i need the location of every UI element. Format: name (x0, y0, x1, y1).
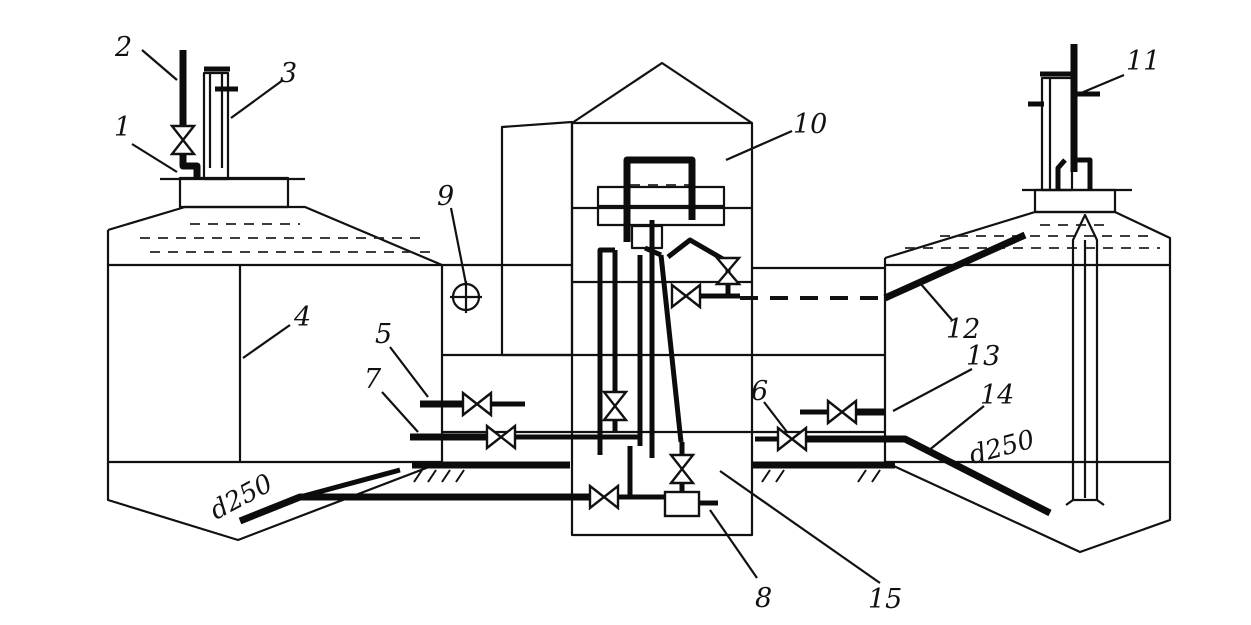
callout-labels: 1 2 3 4 5 6 7 8 9 10 11 12 13 14 15 (114, 32, 1160, 615)
callout-1: 1 (114, 112, 131, 143)
left-tank-liquid (140, 223, 430, 253)
valve-icon (776, 425, 808, 453)
callout-12: 12 (946, 314, 980, 345)
callout-8: 8 (755, 583, 772, 614)
valve-icon (461, 390, 493, 418)
central-building (442, 61, 885, 537)
pipe-13 (800, 398, 885, 426)
pipe-6 (755, 425, 1052, 517)
pump (663, 490, 718, 518)
callout-15: 15 (868, 584, 902, 615)
pump-body (663, 490, 701, 518)
ground-left (412, 461, 570, 483)
inner-riser (597, 247, 629, 455)
leader-lines (131, 49, 1125, 584)
valve-icon (485, 423, 517, 451)
callout-10: 10 (793, 109, 827, 140)
ground-right (752, 461, 895, 483)
pipe-7 (410, 423, 640, 451)
callout-4: 4 (293, 302, 311, 333)
left-stand-pipe (202, 66, 238, 181)
callout-11: 11 (1126, 46, 1160, 77)
valve-icon (169, 124, 197, 156)
callout-5: 5 (375, 319, 392, 350)
valve-icon (601, 390, 629, 422)
right-vertical-conduit (1065, 213, 1105, 506)
upper-right-pipework (666, 237, 885, 310)
callout-3: 3 (280, 58, 297, 89)
inner-slant-pipe (643, 245, 696, 492)
right-tank (883, 188, 1172, 554)
left-outlet-pipe (238, 446, 665, 525)
pipe-5 (420, 390, 525, 418)
valve-icon (826, 398, 858, 426)
callout-6: 6 (751, 376, 768, 407)
left-tank (106, 176, 444, 542)
callout-13: 13 (966, 341, 1000, 372)
valve-icon (670, 282, 702, 310)
right-outlet-diameter: d250 (966, 425, 1038, 471)
left-vent-pipe (169, 50, 201, 180)
callout-7: 7 (364, 364, 382, 395)
siphon-pipe (623, 156, 696, 458)
callout-9: 9 (437, 181, 454, 212)
valve-icon (588, 483, 620, 511)
callout-14: 14 (980, 380, 1014, 411)
right-tank-liquid (905, 224, 1160, 249)
valve-icon (714, 256, 742, 286)
overflow-pipe (883, 231, 1027, 302)
right-stand-pipe (1028, 44, 1100, 192)
callout-2: 2 (114, 32, 132, 63)
valve-icon (668, 453, 696, 485)
sight-glass (450, 281, 482, 313)
